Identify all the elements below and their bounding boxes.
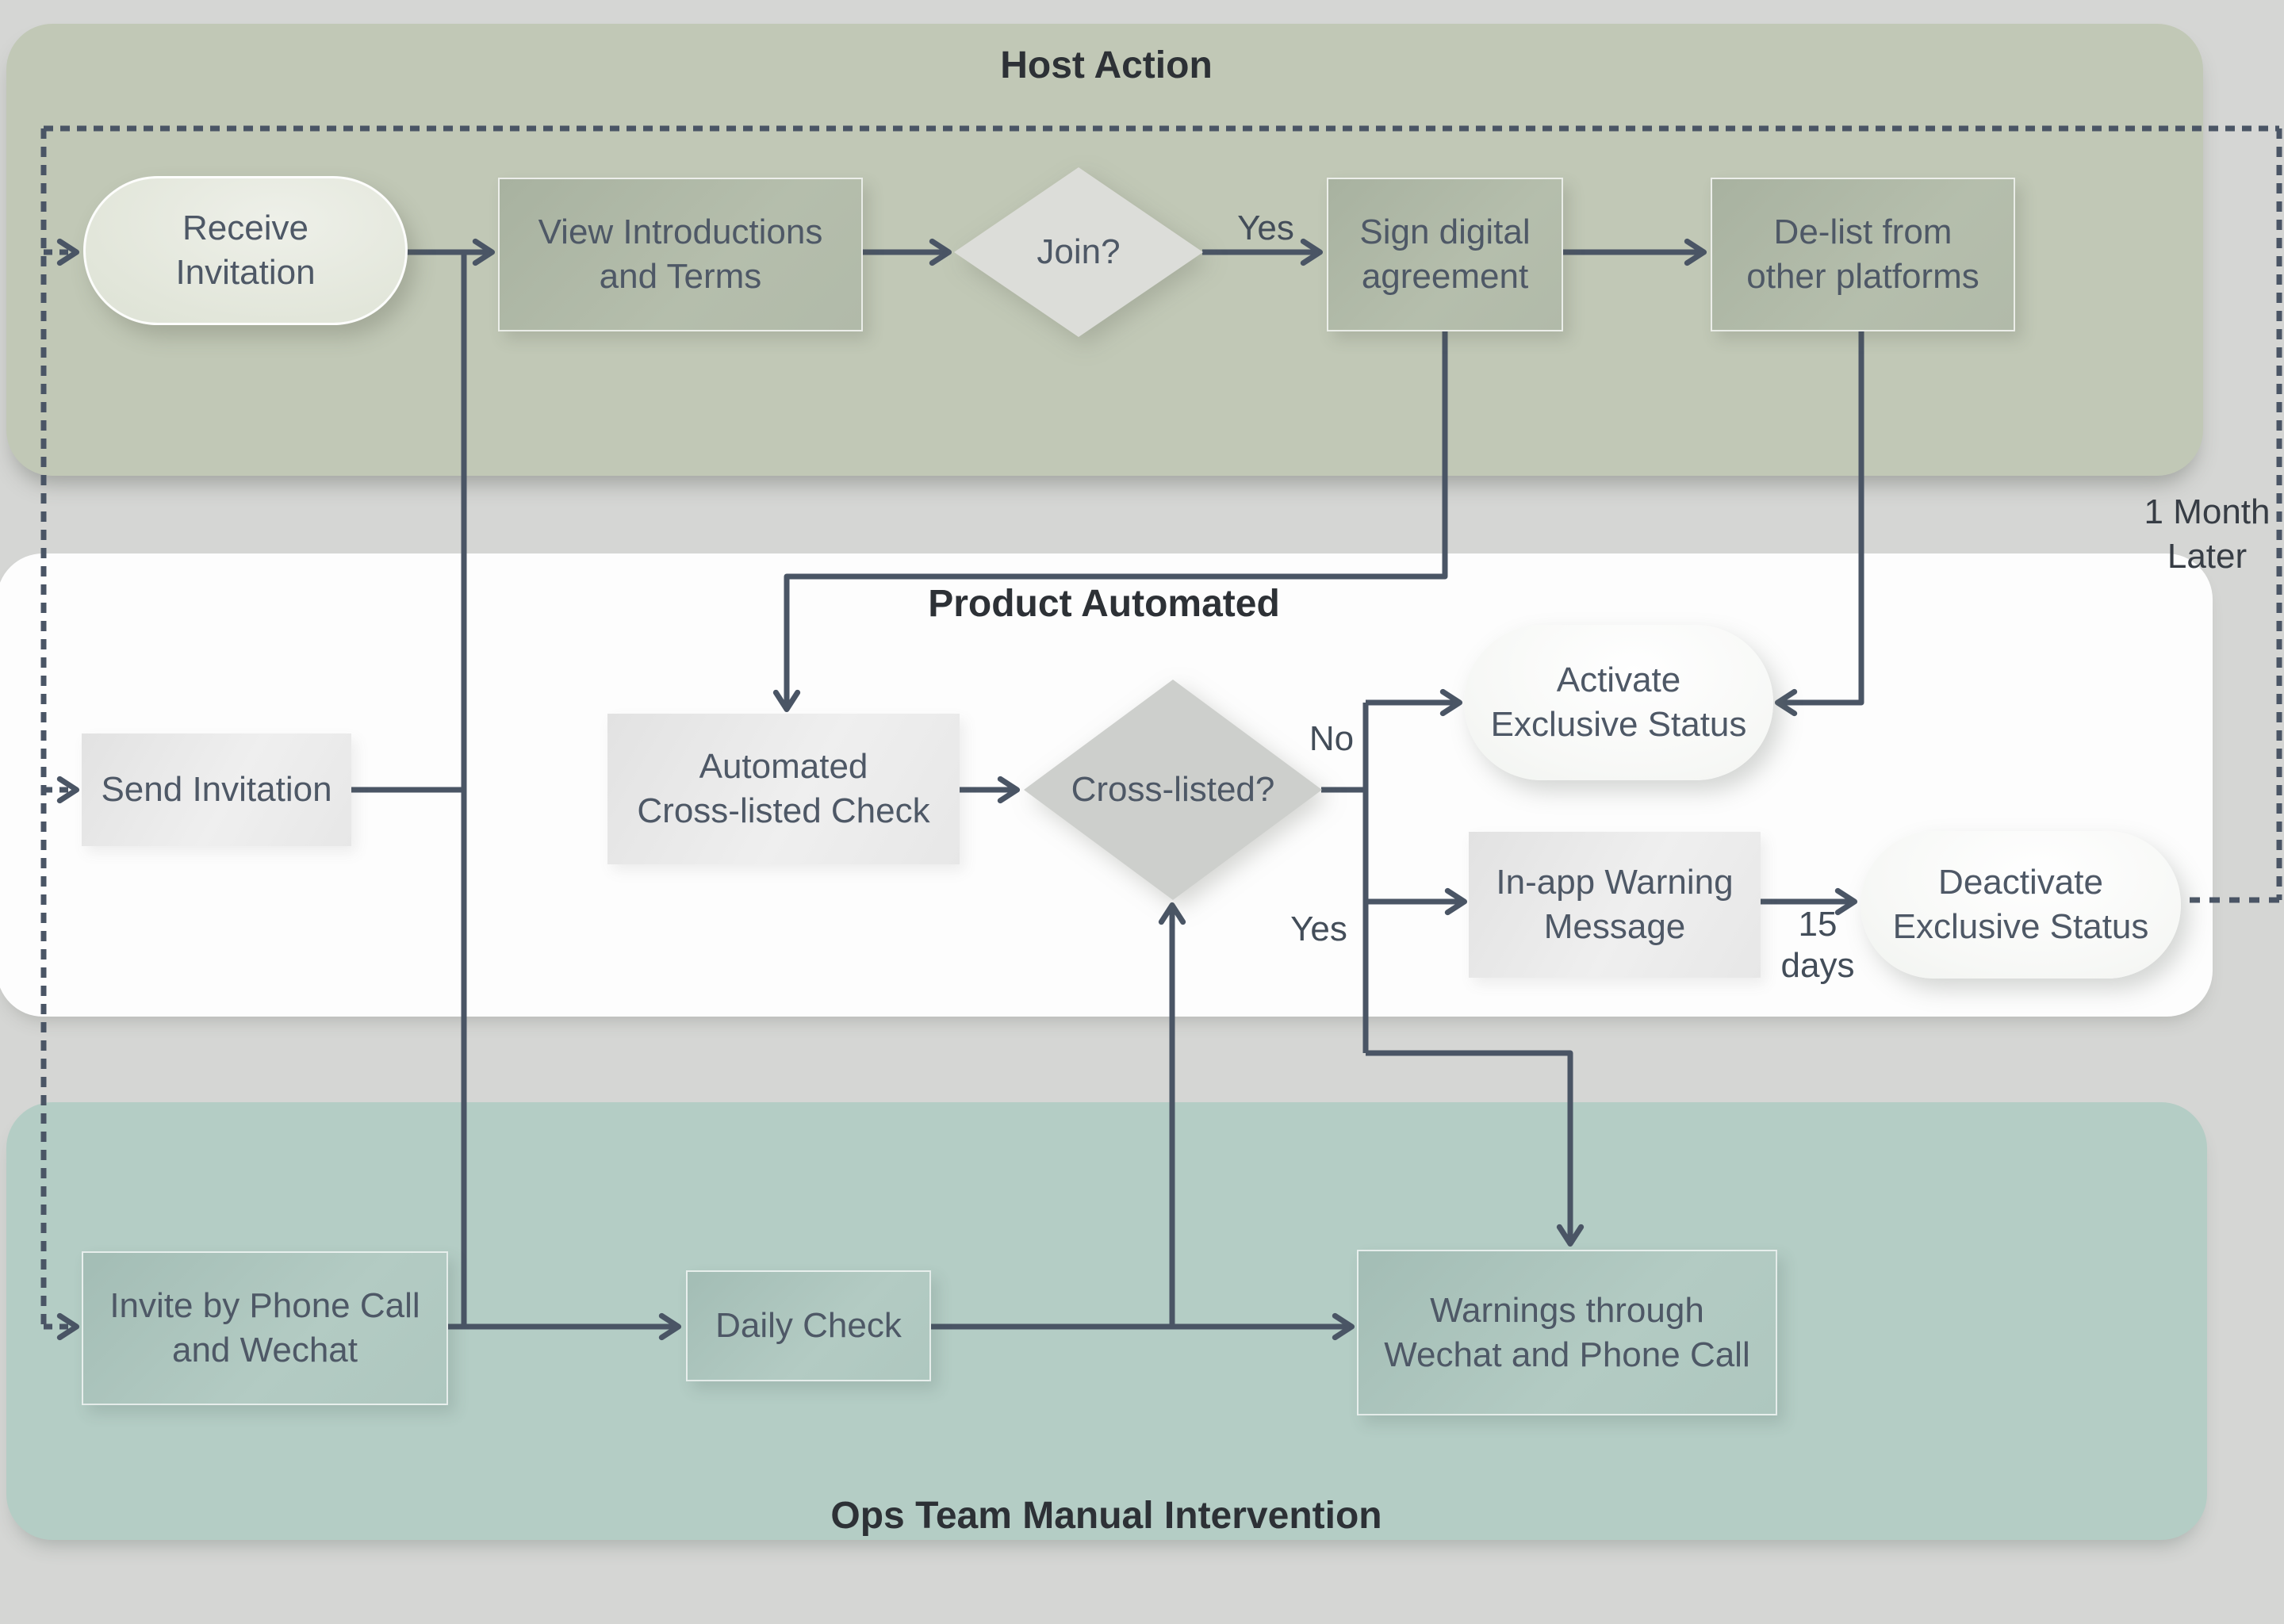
edge-sign-to-autocheck [772,330,1448,713]
node-view-introductions: View Introductions and Terms [498,178,863,331]
node-deactivate-exclusive: Deactivate Exclusive Status [1861,831,2181,979]
node-automated-check: Automated Cross-listed Check [607,714,960,864]
node-crosslisted-decision-wrap: Cross-listed? [1024,680,1322,900]
lane-title-ops-team: Ops Team Manual Intervention [830,1495,1382,1537]
node-crosslisted-decision: Cross-listed? [1024,680,1322,900]
edge-branch-to-warnings [1366,1050,1585,1247]
node-activate-exclusive: Activate Exclusive Status [1464,625,1773,780]
annotation-one-month-later: 1 Month Later [2144,492,2271,576]
node-warnings-wechat-phone: Warnings through Wechat and Phone Call [1357,1250,1777,1415]
node-daily-check: Daily Check [686,1270,931,1381]
node-send-invitation: Send Invitation [82,733,351,846]
node-join-decision-wrap: Join? [954,167,1203,337]
node-inapp-warning: In-app Warning Message [1469,832,1761,978]
edge-delist-to-activate [1774,330,1864,717]
node-receive-invitation: Receive Invitation [83,176,408,325]
edge-label-15-days: 15 days [1780,905,1855,985]
lane-title-host-action: Host Action [1000,44,1213,86]
node-invite-phone-wechat: Invite by Phone Call and Wechat [82,1251,448,1405]
node-delist-platforms: De-list from other platforms [1711,178,2015,331]
edge-label-cross-no: No [1309,719,1355,758]
node-join-decision: Join? [954,167,1203,337]
edge-label-cross-yes: Yes [1290,910,1347,948]
node-sign-agreement: Sign digital agreement [1327,178,1563,331]
lane-title-product-automated: Product Automated [928,583,1280,625]
edge-label-join-yes: Yes [1237,209,1294,247]
